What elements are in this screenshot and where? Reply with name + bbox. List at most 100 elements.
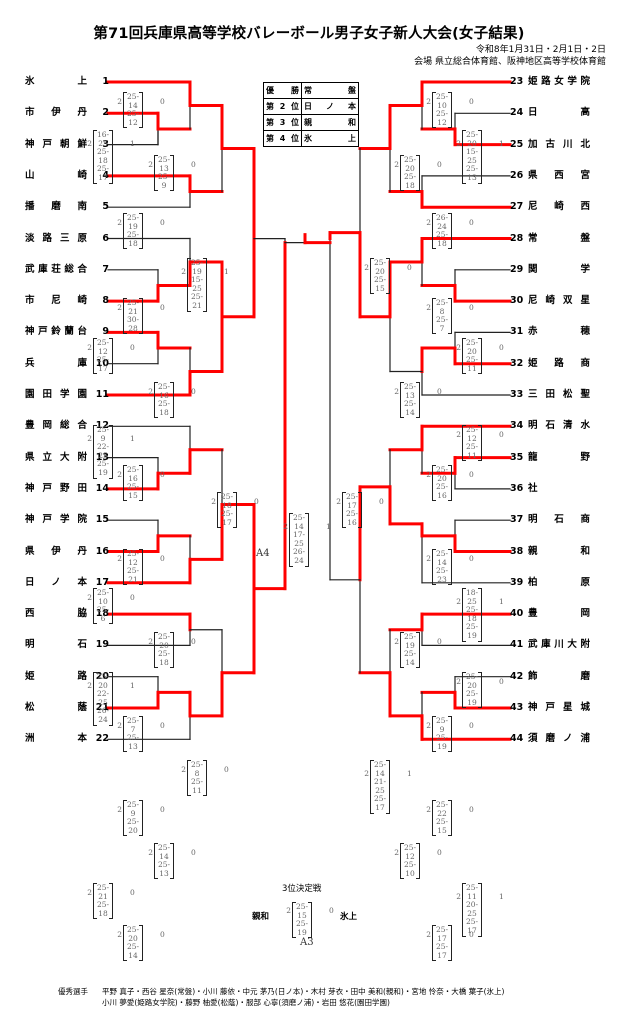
sets-won: 2	[456, 139, 461, 149]
sets-lost: 0	[469, 303, 474, 313]
set-score: 25-20	[466, 130, 479, 148]
team-number: 41	[510, 639, 524, 651]
sets-won: 2	[117, 554, 122, 564]
team-name: 須磨ノ浦	[528, 733, 590, 745]
team-name: 洲本	[25, 733, 87, 745]
sets-lost: 0	[160, 97, 165, 107]
set-score: 25-17	[466, 917, 479, 935]
sets-won: 2	[364, 263, 369, 273]
team-name: 氷上	[25, 76, 87, 87]
team-name: 市伊丹	[25, 107, 87, 119]
set-score: 16-25	[97, 130, 110, 148]
sets-won: 2	[426, 470, 431, 480]
third-place-winner: 親和	[252, 912, 270, 922]
sets-won: 2	[181, 765, 186, 775]
team-entry: 山崎 4	[25, 169, 109, 183]
sets-lost: 0	[469, 218, 474, 228]
sets-lost: 0	[437, 637, 442, 647]
team-name: 親和	[528, 545, 590, 557]
sets-lost: 0	[160, 930, 165, 940]
sets-won: 2	[117, 97, 122, 107]
sets-won: 2	[456, 430, 461, 440]
set-score: 25-16	[127, 465, 140, 483]
team-name: 松蔭	[25, 702, 87, 713]
team-number: 32	[510, 357, 524, 369]
set-score: 25-12	[466, 425, 479, 443]
set-score: 25-17	[221, 509, 234, 527]
set-score: 15-25	[191, 275, 204, 293]
sets-lost: 0	[224, 765, 229, 775]
set-score: 25-19	[436, 733, 449, 751]
sets-lost: 0	[469, 554, 474, 564]
sets-won: 2	[87, 343, 92, 353]
third-place-loser: 氷上	[340, 912, 358, 922]
sets-lost: 1	[499, 892, 504, 902]
team-name: 三田松聖	[528, 389, 590, 400]
set-score: 25-18	[404, 172, 417, 190]
sets-lost: 0	[130, 888, 135, 898]
team-name: 明石商	[528, 514, 590, 526]
sets-lost: 0	[160, 805, 165, 815]
set-score: 25-16	[346, 509, 359, 527]
team-number: 22	[95, 733, 109, 745]
set-score: 25-20	[374, 258, 387, 276]
sets-lost: 0	[160, 721, 165, 731]
sets-lost: 0	[437, 387, 442, 397]
set-score: 25- 9	[158, 172, 171, 190]
team-number: 11	[95, 389, 109, 400]
team-number: 39	[510, 576, 524, 588]
set-score: 25-21	[191, 292, 204, 310]
team-name: 豊岡総合	[25, 420, 87, 432]
team-number: 44	[510, 733, 524, 745]
set-score: 25- 8	[436, 298, 449, 316]
team-name: 兵庫	[25, 357, 87, 369]
team-name: 明石清水	[528, 420, 590, 432]
set-score: 25-16	[158, 382, 171, 400]
team-name: 西脇	[25, 608, 87, 620]
set-score: 26-24	[436, 213, 449, 231]
team-name: 県立大附	[25, 451, 87, 463]
set-score: 25-23	[436, 566, 449, 584]
team-number: 43	[510, 702, 524, 713]
set-score: 17-25	[293, 530, 306, 548]
page-title: 第71回兵庫県高等学校バレーボール男子女子新人大会(女子結果)	[93, 26, 525, 42]
set-score: 18-25	[466, 588, 479, 606]
set-score: 25-20	[158, 632, 171, 650]
sets-lost: 0	[469, 805, 474, 815]
team-number: 13	[95, 451, 109, 463]
outstanding-players-line: 平野 真子・西谷 星奈(常盤)・小川 藤依・中元 茅乃(日ノ本)・木村 芽衣・田…	[102, 987, 505, 996]
sets-won: 2	[426, 930, 431, 940]
sets-won: 2	[117, 721, 122, 731]
set-score: 25-17	[436, 942, 449, 960]
team-number: 26	[510, 169, 524, 181]
set-score: 25-18	[158, 399, 171, 417]
sets-won: 2	[426, 218, 431, 228]
set-score: 25-20	[466, 338, 479, 356]
third-place-court: A3	[300, 937, 314, 948]
team-name: 山崎	[25, 169, 87, 181]
team-number: 4	[102, 169, 109, 181]
set-score: 25- 9	[436, 716, 449, 734]
set-score: 25-17	[346, 492, 359, 510]
set-score: 25-18	[97, 900, 110, 918]
set-score: 25-14	[404, 399, 417, 417]
team-number: 7	[102, 263, 109, 275]
